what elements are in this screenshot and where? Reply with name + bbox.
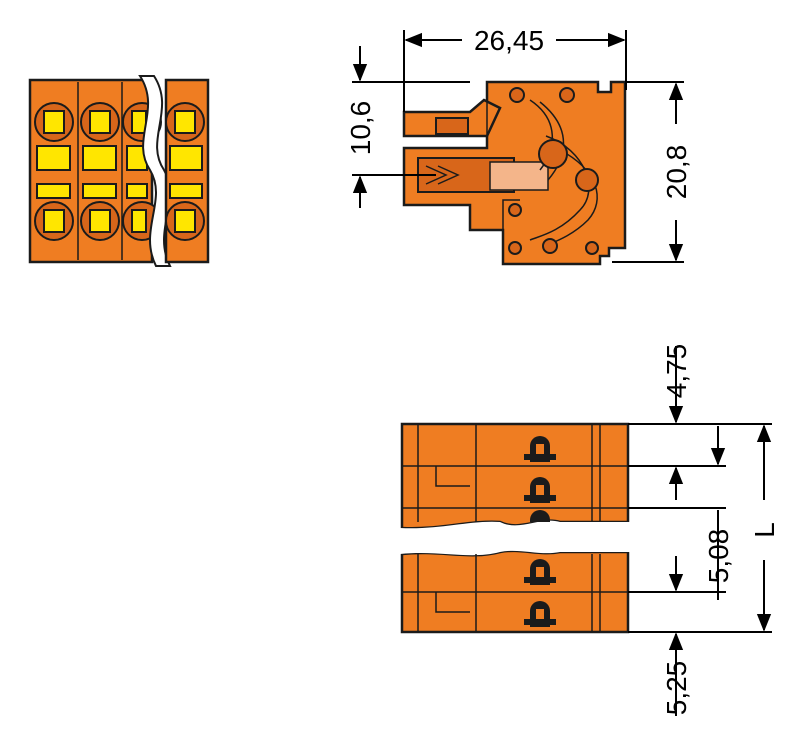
dimension-height-right: 20,8 — [661, 145, 692, 200]
break-line — [138, 75, 172, 267]
dimension-lines — [352, 30, 772, 716]
front-view — [28, 75, 210, 267]
clamp-window — [43, 110, 65, 134]
coding-key — [524, 436, 556, 462]
bottom-view — [400, 422, 630, 634]
dimension-length: L — [749, 522, 780, 538]
coding-key — [524, 477, 556, 503]
dimension-width: 26,45 — [474, 25, 544, 56]
clamp-marker — [36, 145, 71, 171]
clamp-spring — [538, 139, 568, 169]
coding-key — [524, 601, 556, 627]
dimension-offset-top: 4,75 — [661, 344, 692, 399]
contact-pin — [489, 161, 549, 191]
dimension-offset-bottom: 5,25 — [661, 661, 692, 716]
clamp-marker — [36, 183, 71, 199]
clamp-spring — [575, 168, 599, 192]
coding-key — [524, 559, 556, 585]
dimension-pitch: 5,08 — [703, 529, 734, 584]
side-view — [402, 80, 627, 266]
dimension-height-left: 10,6 — [345, 101, 376, 156]
clamp-window — [43, 209, 65, 233]
